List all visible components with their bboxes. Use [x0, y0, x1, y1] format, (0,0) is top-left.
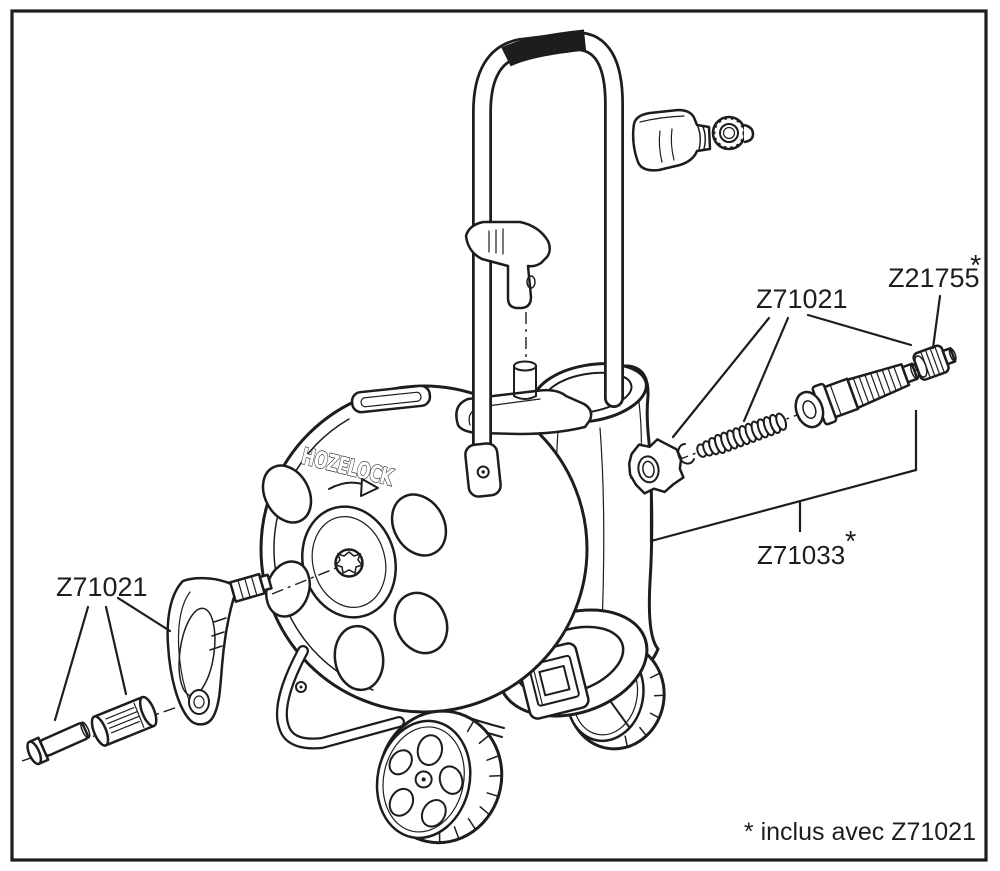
part-label-connector-assembly: Z71033	[757, 540, 845, 570]
included-marker: *	[970, 250, 981, 282]
reel-drum: HOZELOCK	[259, 384, 589, 714]
wing-nut	[627, 438, 685, 495]
drum-hole	[393, 591, 449, 655]
drum-hole	[333, 624, 385, 692]
leader-line	[742, 316, 790, 423]
crank-handle-floating	[464, 220, 551, 310]
clip-washer	[677, 443, 695, 465]
drum-hole	[261, 464, 313, 524]
crank-handle-exploded: Z71021	[21, 565, 342, 766]
spring	[696, 412, 788, 458]
hose-end-connector	[631, 108, 712, 172]
part-label-tap-connector: Z21755	[888, 263, 980, 293]
drum-top-slot	[350, 384, 432, 414]
drum-hole	[390, 493, 448, 557]
front-wheel	[375, 709, 504, 845]
leader-line	[806, 313, 913, 347]
trolley-handle	[472, 29, 624, 472]
tap-connector-nut-top	[711, 115, 755, 151]
leader-line	[53, 605, 90, 722]
leader-line	[116, 596, 172, 633]
leader-line	[104, 605, 128, 696]
included-marker: *	[845, 526, 856, 558]
handle-grip	[501, 29, 587, 67]
stand-leg	[275, 645, 405, 750]
footnote: * inclus avec Z71021	[744, 818, 976, 846]
handle-pin	[26, 721, 91, 766]
connector-assembly-exploded: Z71021 Z21755 * Z71033 *	[627, 250, 981, 570]
handle-sleeve	[90, 695, 158, 747]
assembly-bracket	[649, 410, 918, 543]
leader-line	[931, 294, 942, 350]
part-label-connector-kit: Z71021	[756, 284, 848, 314]
cap-nut	[912, 344, 957, 381]
leader-line	[671, 316, 771, 439]
connector-body	[794, 362, 920, 429]
handle-mount-plate	[464, 442, 502, 498]
part-label-handle-kit: Z71021	[56, 572, 148, 602]
crank-shaft	[228, 572, 273, 603]
crank-post	[513, 360, 537, 400]
crank-handle-part	[166, 572, 273, 726]
